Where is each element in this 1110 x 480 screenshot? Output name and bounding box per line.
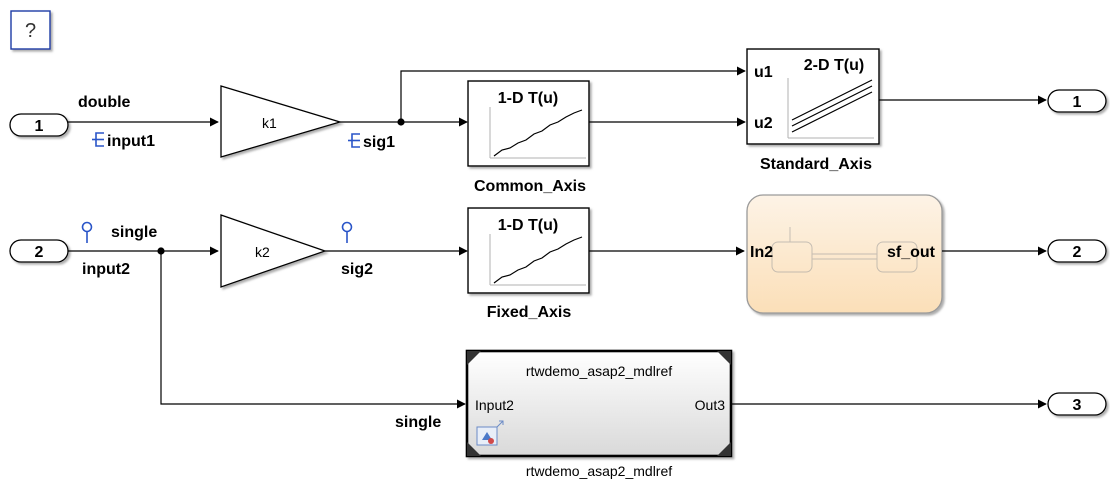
lookup-2d-title: 2-D T(u) bbox=[804, 57, 864, 74]
gain-k1-value: k1 bbox=[262, 115, 277, 131]
test-point-icon bbox=[348, 133, 360, 148]
signal-label-double: double bbox=[78, 94, 131, 111]
signal-input1: input1 bbox=[107, 133, 155, 150]
outport-1[interactable]: 1 bbox=[1047, 89, 1107, 113]
port-label-u1: u1 bbox=[754, 64, 773, 81]
gain-k2-value: k2 bbox=[255, 244, 270, 260]
model-reference-icon bbox=[476, 420, 504, 446]
chart-port-in2: In2 bbox=[750, 244, 773, 261]
lookup-1d-common-axis[interactable]: 1-D T(u) bbox=[467, 80, 590, 167]
modelref-port-out3: Out3 bbox=[695, 397, 726, 413]
probe-icon bbox=[341, 221, 353, 233]
wire-sig1-branch[interactable] bbox=[400, 66, 746, 122]
probe-icon bbox=[81, 221, 93, 233]
signal-sig2: sig2 bbox=[341, 261, 373, 278]
lookup-common-axis-title: 1-D T(u) bbox=[498, 90, 558, 107]
outport-3[interactable]: 3 bbox=[1047, 392, 1107, 416]
signal-label-single-bottom: single bbox=[395, 414, 441, 431]
signal-input2: input2 bbox=[82, 261, 130, 278]
modelref-inner-title: rtwdemo_asap2_mdlref bbox=[526, 363, 672, 379]
signal-sig1: sig1 bbox=[363, 134, 395, 151]
port-label-u2: u2 bbox=[754, 115, 773, 132]
block-name-standard-axis: Standard_Axis bbox=[760, 156, 872, 173]
inport-1-number: 1 bbox=[35, 118, 44, 135]
block-name-common-axis: Common_Axis bbox=[474, 178, 586, 195]
lookup-2d-standard-axis[interactable]: u1 u2 2-D T(u) bbox=[746, 48, 880, 145]
test-point-icon bbox=[92, 132, 104, 147]
model-reference-block[interactable]: rtwdemo_asap2_mdlref Input2 Out3 bbox=[465, 349, 733, 458]
wire-input2-to-modelref[interactable] bbox=[160, 251, 466, 409]
outport-1-number: 1 bbox=[1073, 94, 1082, 111]
stateflow-chart[interactable]: In2 sf_out bbox=[746, 194, 943, 314]
signal-log-icon-input2 bbox=[81, 221, 93, 243]
help-button[interactable]: ? bbox=[10, 10, 51, 50]
lookup-plot-icon bbox=[489, 234, 586, 286]
inport-1[interactable]: 1 bbox=[9, 113, 69, 137]
outport-2-number: 2 bbox=[1073, 244, 1082, 261]
signal-label-single-top: single bbox=[111, 224, 157, 241]
block-name-modelref: rtwdemo_asap2_mdlref bbox=[526, 463, 672, 479]
outport-3-number: 3 bbox=[1073, 397, 1082, 414]
lookup-plot-icon bbox=[489, 107, 586, 159]
signal-log-icon-sig2 bbox=[341, 221, 353, 243]
inport-2-number: 2 bbox=[35, 244, 44, 261]
help-label: ? bbox=[25, 20, 36, 42]
lookup-2d-plot-icon bbox=[787, 78, 874, 139]
sig1-signal-label[interactable]: sig1 bbox=[348, 133, 395, 151]
input1-signal-label[interactable]: input1 bbox=[92, 132, 155, 150]
inport-2[interactable]: 2 bbox=[9, 239, 69, 263]
block-name-fixed-axis: Fixed_Axis bbox=[487, 304, 572, 321]
gain-block-k1[interactable]: k1 bbox=[220, 85, 343, 158]
gain-block-k2[interactable]: k2 bbox=[220, 214, 327, 288]
lookup-1d-fixed-axis[interactable]: 1-D T(u) bbox=[467, 207, 590, 294]
lookup-fixed-axis-title: 1-D T(u) bbox=[498, 217, 558, 234]
chart-port-sf-out: sf_out bbox=[887, 244, 936, 261]
modelref-port-input2: Input2 bbox=[475, 397, 514, 413]
outport-2[interactable]: 2 bbox=[1047, 239, 1107, 263]
chart-inner-icon bbox=[771, 227, 918, 273]
